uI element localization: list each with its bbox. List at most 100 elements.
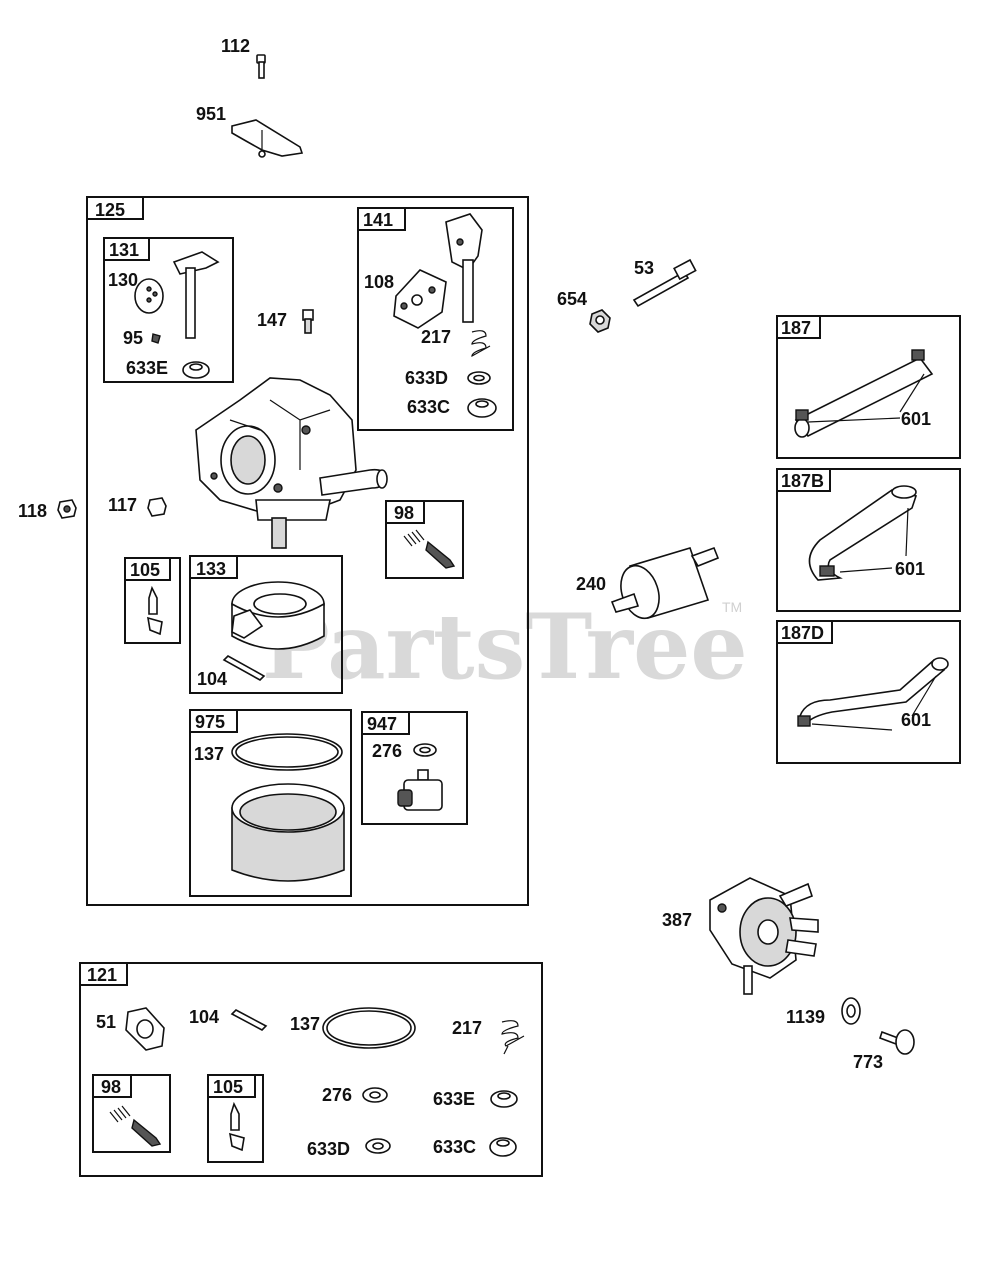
label-108: 108 <box>364 272 394 292</box>
label-box-105-a: 105 <box>130 560 160 580</box>
label-118: 118 <box>18 501 47 521</box>
box-105-a-tag <box>124 557 171 581</box>
part-137-gasket-a[interactable] <box>231 733 343 771</box>
part-276-washer-b[interactable] <box>362 1087 388 1103</box>
box-141 <box>357 207 514 431</box>
box-133 <box>189 555 343 694</box>
part-217-spring-b[interactable] <box>501 1020 525 1055</box>
part-104-pin-b[interactable] <box>230 1009 268 1031</box>
label-box-131: 131 <box>109 240 139 260</box>
label-box-105-b: 105 <box>213 1077 243 1097</box>
part-947-solenoid[interactable] <box>397 769 443 811</box>
label-137-a: 137 <box>194 744 224 764</box>
part-187-fuel-line[interactable] <box>794 349 934 438</box>
box-187-tag <box>776 315 821 339</box>
label-112: 112 <box>221 36 250 56</box>
label-51: 51 <box>96 1012 116 1032</box>
label-147: 147 <box>257 310 287 330</box>
box-125 <box>86 196 529 906</box>
part-633c-bushing-a[interactable] <box>467 398 497 418</box>
part-1139-washer[interactable] <box>841 997 861 1025</box>
part-108-gasket[interactable] <box>393 269 447 329</box>
label-240: 240 <box>576 574 606 594</box>
part-117-plug[interactable] <box>147 497 167 517</box>
part-141-choke-shaft[interactable] <box>445 213 483 323</box>
label-633c-a: 633C <box>407 397 450 417</box>
label-box-947: 947 <box>367 714 397 734</box>
box-187d-tag <box>776 620 833 644</box>
part-387-fuel-pump[interactable] <box>709 877 819 995</box>
part-240-fuel-filter[interactable] <box>610 546 720 623</box>
part-105-needle-a[interactable] <box>147 585 163 636</box>
part-633d-washer-a[interactable] <box>467 371 491 385</box>
box-98-a-tag <box>385 500 425 524</box>
part-133-float[interactable] <box>231 581 325 650</box>
label-633d-b: 633D <box>307 1139 350 1159</box>
box-187b <box>776 468 961 612</box>
part-137-gasket-b[interactable] <box>322 1007 416 1049</box>
part-147-screw[interactable] <box>302 309 314 334</box>
label-387: 387 <box>662 910 692 930</box>
box-187b-tag <box>776 468 831 492</box>
part-187d-fuel-line[interactable] <box>797 657 949 731</box>
label-117: 117 <box>108 495 137 515</box>
part-633e-washer[interactable] <box>182 361 210 379</box>
part-633d-washer-b[interactable] <box>365 1138 391 1154</box>
box-131 <box>103 237 234 383</box>
label-box-187b: 187B <box>781 471 824 491</box>
box-141-tag <box>357 207 406 231</box>
box-187d <box>776 620 961 764</box>
label-104-a: 104 <box>197 669 227 689</box>
part-95-screw[interactable] <box>151 333 161 344</box>
part-633e-washer-b[interactable] <box>490 1090 518 1108</box>
part-217-spring-a[interactable] <box>471 330 491 358</box>
part-654-nut[interactable] <box>589 309 611 333</box>
label-633e-a: 633E <box>126 358 168 378</box>
label-box-187d: 187D <box>781 623 824 643</box>
label-217-a: 217 <box>421 327 451 347</box>
box-125-tag <box>86 196 144 220</box>
box-947-tag <box>361 711 410 735</box>
box-121 <box>79 962 543 1177</box>
label-95: 95 <box>123 328 143 348</box>
part-98-spring-screw-b[interactable] <box>109 1105 162 1147</box>
label-104-b: 104 <box>189 1007 219 1027</box>
box-131-tag <box>103 237 150 261</box>
box-947 <box>361 711 468 825</box>
part-53-fitting[interactable] <box>632 258 697 308</box>
box-975-tag <box>189 709 238 733</box>
part-105-needle-b[interactable] <box>229 1101 245 1152</box>
part-187b-fuel-line[interactable] <box>808 485 918 581</box>
label-633c-b: 633C <box>433 1137 476 1157</box>
label-951: 951 <box>196 104 226 124</box>
label-box-141: 141 <box>363 210 393 230</box>
watermark-tm: TM <box>722 599 742 615</box>
label-1139: 1139 <box>786 1007 825 1027</box>
label-276-b: 276 <box>322 1085 352 1105</box>
part-773-pin[interactable] <box>878 1029 915 1055</box>
box-105-b-tag <box>207 1074 256 1098</box>
label-633d-a: 633D <box>405 368 448 388</box>
label-773: 773 <box>853 1052 883 1072</box>
label-601-b: 601 <box>895 559 925 579</box>
label-box-975: 975 <box>195 712 225 732</box>
label-654: 654 <box>557 289 587 309</box>
part-carburetor-body[interactable] <box>195 377 388 549</box>
label-box-98-b: 98 <box>101 1077 121 1097</box>
part-112-screw[interactable] <box>256 54 266 79</box>
part-975-float-bowl[interactable] <box>231 783 345 882</box>
part-951-bracket[interactable] <box>231 119 304 158</box>
part-51-gasket[interactable] <box>125 1007 165 1051</box>
part-118-plug[interactable] <box>57 499 77 519</box>
label-box-121: 121 <box>87 965 117 985</box>
label-box-125: 125 <box>95 200 125 220</box>
part-98-spring-screw-a[interactable] <box>403 529 456 569</box>
box-975 <box>189 709 352 897</box>
label-box-98-a: 98 <box>394 503 414 523</box>
part-633c-bushing-b[interactable] <box>489 1137 517 1157</box>
box-98-b-tag <box>92 1074 132 1098</box>
part-104-pin-a[interactable] <box>222 655 266 681</box>
part-130-throttle-shaft[interactable] <box>134 251 220 339</box>
part-276-washer-a[interactable] <box>413 743 437 757</box>
